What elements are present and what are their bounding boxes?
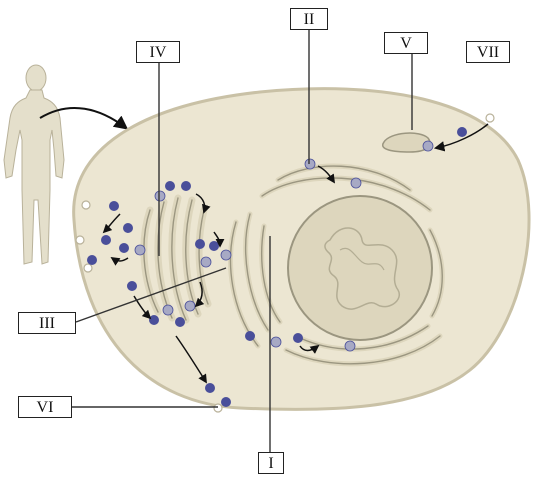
human-silhouette-icon xyxy=(4,65,64,264)
label-VI: VI xyxy=(18,396,72,418)
label-V: V xyxy=(384,32,428,54)
nucleus xyxy=(288,196,432,340)
label-VII: VII xyxy=(466,41,510,63)
label-II: II xyxy=(290,8,328,30)
label-I: I xyxy=(258,452,284,474)
label-III: III xyxy=(18,312,76,334)
label-IV: IV xyxy=(136,41,180,63)
